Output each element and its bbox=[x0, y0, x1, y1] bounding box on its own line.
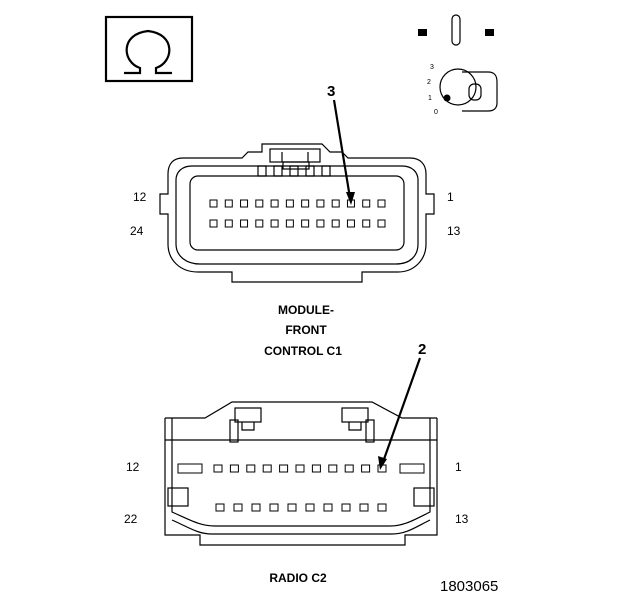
pin-cavity bbox=[328, 464, 338, 473]
pin-cavity bbox=[316, 219, 325, 228]
pin-cavity bbox=[269, 503, 279, 512]
ignition-position-label: 1 bbox=[428, 95, 432, 102]
pin-label-top-right: 1 bbox=[455, 460, 462, 474]
pin-cavity bbox=[224, 219, 233, 228]
pin-cavity bbox=[209, 199, 218, 208]
pin-cavity bbox=[331, 219, 340, 228]
pin-cavity bbox=[270, 219, 279, 228]
figure-id: 1803065 bbox=[440, 578, 498, 595]
connection-symbol bbox=[418, 14, 494, 46]
pin-label-bottom-right: 13 bbox=[455, 512, 469, 526]
title-line: MODULE- bbox=[278, 303, 334, 317]
pin-cavity bbox=[215, 503, 225, 512]
pin-cavity bbox=[246, 464, 256, 473]
pin-cavity bbox=[255, 199, 264, 208]
pin-cavity bbox=[301, 219, 310, 228]
connector-title-c2: RADIO C2 bbox=[269, 571, 327, 585]
pin-label-top-left: 12 bbox=[133, 190, 147, 204]
pin-cavity bbox=[362, 199, 371, 208]
pin-cavity bbox=[285, 219, 294, 228]
pin-label-bottom-right: 13 bbox=[447, 224, 461, 238]
pin-cavity bbox=[240, 219, 249, 228]
pin-field bbox=[209, 199, 386, 228]
callout-3: 3 bbox=[327, 83, 355, 205]
pin-cavity bbox=[240, 199, 249, 208]
ground-symbol-box bbox=[104, 15, 194, 83]
pin-cavity bbox=[377, 503, 387, 512]
pin-cavity bbox=[270, 199, 279, 208]
pin-label-bottom-left: 24 bbox=[130, 224, 144, 238]
ignition-key-icon: 3 2 1 0 bbox=[427, 64, 498, 116]
ignition-position-label: 2 bbox=[427, 79, 431, 86]
pin-cavity bbox=[359, 503, 369, 512]
pin-cavity bbox=[233, 503, 243, 512]
pin-cavity bbox=[377, 199, 386, 208]
pin-cavity bbox=[377, 219, 386, 228]
pin-cavity bbox=[295, 464, 305, 473]
title-line: CONTROL C1 bbox=[264, 344, 342, 358]
connector-title-c1: MODULE- FRONT CONTROL C1 bbox=[264, 303, 342, 358]
pin-cavity bbox=[305, 503, 315, 512]
pin-cavity bbox=[341, 503, 351, 512]
pin-cavity bbox=[316, 199, 325, 208]
pin-cavity bbox=[209, 219, 218, 228]
pin-cavity bbox=[287, 503, 297, 512]
pin-label-top-right: 1 bbox=[447, 190, 454, 204]
pin-cavity bbox=[361, 464, 371, 473]
radio-c2-connector: 12 1 22 13 bbox=[124, 401, 469, 546]
pin-cavity bbox=[285, 199, 294, 208]
pin-cavity bbox=[346, 219, 355, 228]
pin-cavity bbox=[331, 199, 340, 208]
callout-2: 2 bbox=[378, 341, 426, 470]
pin-cavity bbox=[323, 503, 333, 512]
callout-number: 3 bbox=[327, 83, 335, 100]
pin-cavity bbox=[255, 219, 264, 228]
pin-cavity bbox=[262, 464, 272, 473]
ignition-position-label: 3 bbox=[430, 64, 434, 71]
pin-cavity bbox=[311, 464, 321, 473]
pin-cavity bbox=[301, 199, 310, 208]
pin-cavity bbox=[213, 464, 223, 473]
pin-label-top-left: 12 bbox=[126, 460, 140, 474]
pin-cavity bbox=[229, 464, 239, 473]
pin-cavity bbox=[224, 199, 233, 208]
pin-field bbox=[213, 464, 387, 512]
callout-number: 2 bbox=[418, 341, 426, 358]
pin-cavity bbox=[362, 219, 371, 228]
pin-cavity bbox=[344, 464, 354, 473]
pin-cavity bbox=[279, 464, 289, 473]
module-front-control-c1-connector: 12 1 24 13 bbox=[130, 143, 461, 283]
ignition-position-label: 0 bbox=[434, 109, 438, 116]
title-line: FRONT bbox=[285, 323, 327, 337]
pin-label-bottom-left: 22 bbox=[124, 512, 138, 526]
omega-icon bbox=[124, 29, 172, 75]
pin-cavity bbox=[251, 503, 261, 512]
